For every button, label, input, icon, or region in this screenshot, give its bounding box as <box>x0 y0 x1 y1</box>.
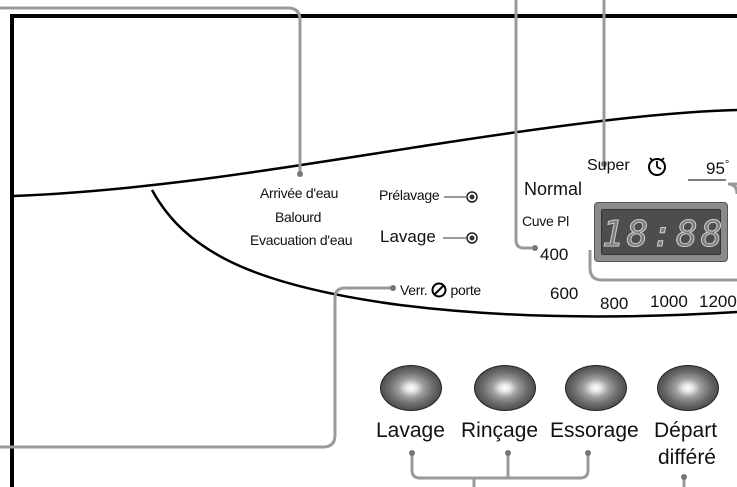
callout-dot <box>585 450 591 456</box>
spin-speed-800: 800 <box>600 294 629 313</box>
spin-speed-600: 600 <box>550 284 579 303</box>
callout-dot <box>505 450 511 456</box>
callout-water-inlet <box>0 6 302 172</box>
spin-speed-1200: 1200 <box>699 292 737 311</box>
callout-dot <box>297 171 303 177</box>
label-imbalance: Balourd <box>275 209 322 225</box>
label-prewash: Prélavage <box>379 187 440 203</box>
delay-start-button[interactable] <box>657 365 719 411</box>
delay-start-label-line1: Départ <box>654 419 718 442</box>
delay-start-label-line2: différé <box>658 446 716 469</box>
led-wash-core <box>469 235 475 241</box>
wash-button[interactable] <box>380 365 442 411</box>
no-entry-icon <box>431 282 447 298</box>
rinse-button-label: Rinçage <box>461 419 539 442</box>
callout-dot <box>409 450 415 456</box>
label-cuve-pl: Cuve Pl <box>522 213 569 229</box>
temperature-value: 95 <box>706 159 725 178</box>
temperature-unit: ° <box>724 159 730 171</box>
spin-button[interactable] <box>565 365 627 411</box>
time-display-screen: 18:88 <box>601 209 726 256</box>
label-normal: Normal <box>524 179 583 199</box>
display-bracket-top <box>727 182 737 195</box>
spin-button-label: Essorage <box>550 419 639 442</box>
display-bracket-bottom <box>588 250 737 282</box>
callout-dot <box>390 285 396 291</box>
callout-dot <box>532 245 538 251</box>
label-water-drain: Evacuation d'eau <box>250 232 353 248</box>
label-door-lock: Verr. porte <box>400 282 481 298</box>
spin-speed-400: 400 <box>540 245 569 264</box>
label-door-lock-suffix: porte <box>450 282 481 298</box>
label-door-lock-prefix: Verr. <box>400 282 428 298</box>
callout-dot <box>601 161 607 167</box>
time-display: 18:88 <box>594 202 728 262</box>
time-display-digits: 18:88 <box>602 214 726 256</box>
panel-upper-curve <box>13 108 737 198</box>
clock-icon <box>648 157 666 176</box>
callout-dot <box>681 474 687 480</box>
led-prewash-core <box>469 194 475 200</box>
buttons-bracket <box>410 455 590 480</box>
spin-speed-1000: 1000 <box>650 292 688 311</box>
label-temperature: 95° <box>706 159 730 178</box>
panel-lower-curve <box>150 189 737 318</box>
callout-door-lock <box>0 286 392 449</box>
label-wash-phase: Lavage <box>380 227 436 246</box>
wash-button-label: Lavage <box>376 419 445 442</box>
label-water-inlet: Arrivée d'eau <box>260 185 339 201</box>
callout-spin-speed <box>514 0 534 250</box>
panel-frame <box>10 14 737 487</box>
label-super: Super <box>587 157 630 174</box>
rinse-button[interactable] <box>474 365 536 411</box>
